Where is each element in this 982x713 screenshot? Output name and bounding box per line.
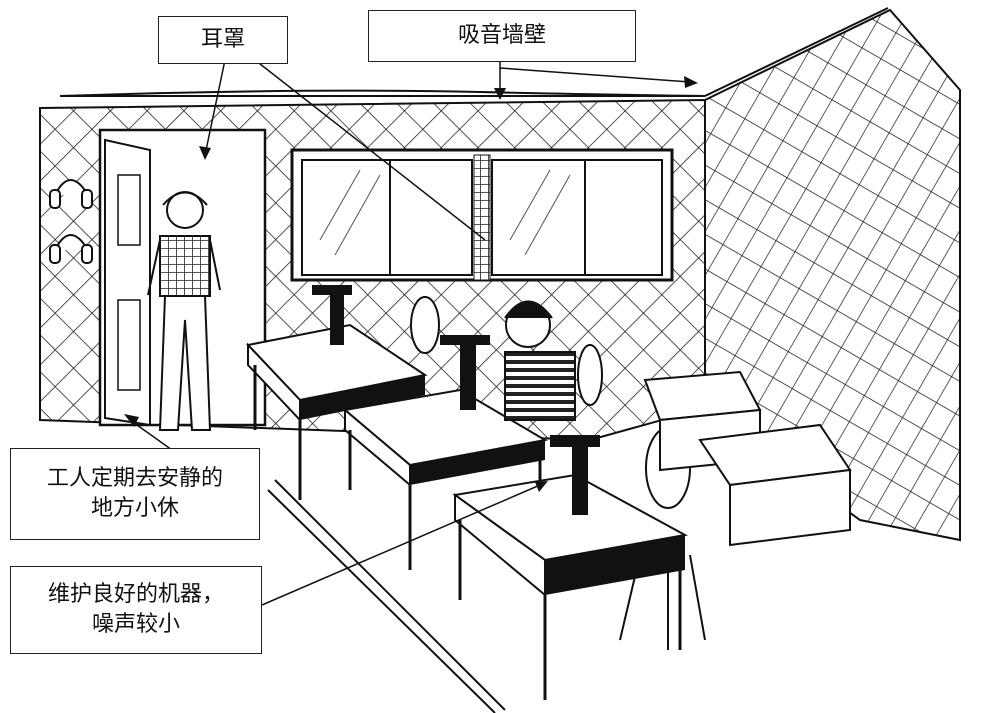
- work-table-front: [452, 473, 688, 700]
- sewing-machines: [312, 285, 600, 515]
- storage-boxes: [643, 370, 852, 547]
- window: [290, 148, 674, 282]
- work-table-middle: [342, 388, 548, 570]
- seated-worker: [504, 300, 603, 421]
- callout-rest-area: 工人定期去安静的 地方小休: [10, 448, 260, 540]
- callout-machines: 维护良好的机器， 噪声较小: [10, 566, 262, 654]
- callout-rest-line2: 地方小休: [90, 496, 179, 521]
- callout-machine-line1: 维护良好的机器，: [47, 582, 224, 608]
- wall-earmuffs: [49, 179, 93, 264]
- callout-sound-absorbing-wall: 吸音墙壁: [368, 10, 636, 62]
- callout-earmuffs: 耳罩: [158, 16, 288, 64]
- floor-rails: [267, 479, 506, 713]
- callout-rest-line1: 工人定期去安静的: [46, 466, 223, 492]
- callout-earmuffs-text: 耳罩: [200, 27, 245, 53]
- callout-machine-line2: 噪声较小: [91, 612, 180, 637]
- standing-worker: [147, 191, 221, 431]
- callout-arrowheads: [124, 76, 698, 492]
- callout-leader-lines: [129, 59, 691, 606]
- callout-wall-text: 吸音墙壁: [457, 23, 546, 49]
